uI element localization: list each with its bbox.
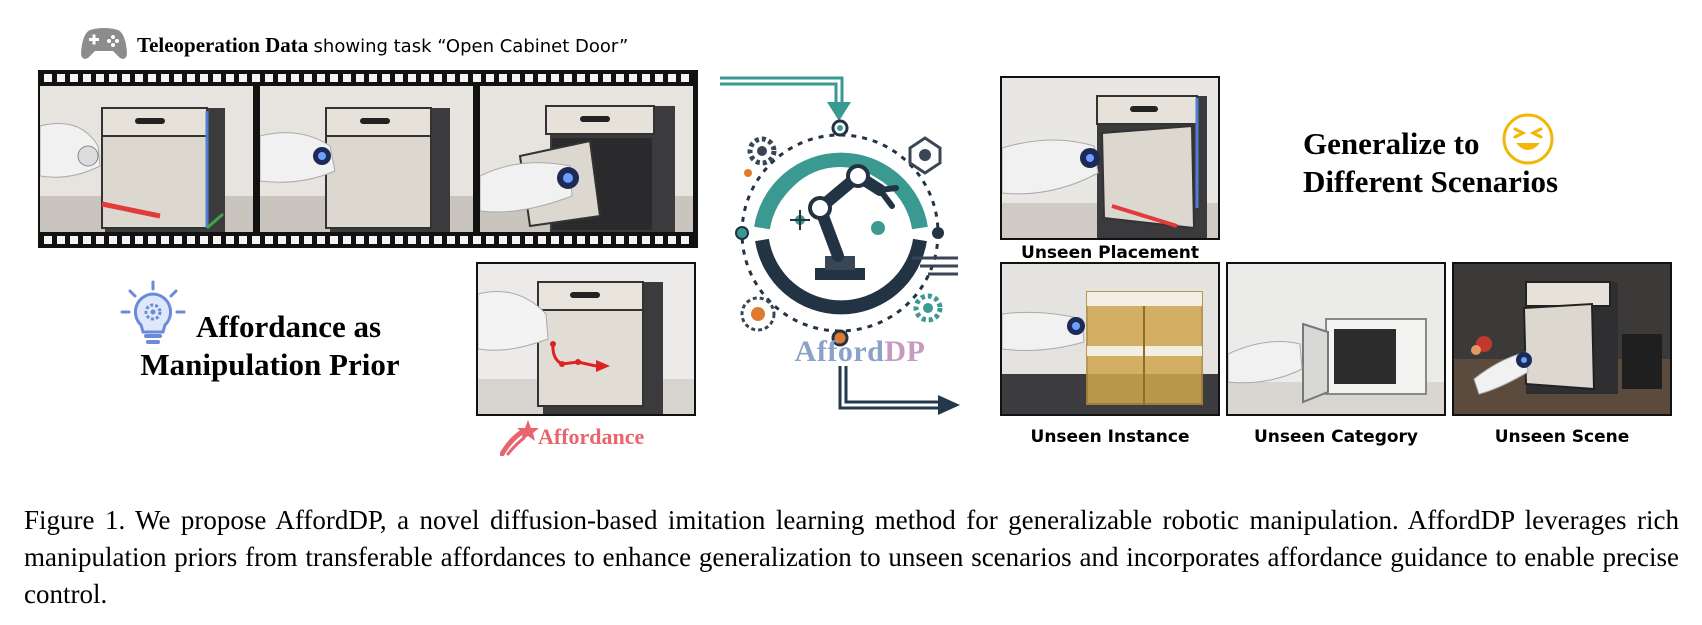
generalize-line2: Different Scenarios: [1303, 164, 1559, 199]
figure-caption: Figure 1. We propose AffordDP, a novel d…: [24, 505, 1679, 609]
laughing-face-icon: [1502, 113, 1554, 165]
lightbulb-gear-icon: [120, 280, 186, 344]
affordance-title-line1: Affordance as: [196, 309, 382, 344]
teleoperation-filmstrip: [38, 70, 698, 248]
affordance-label: Affordance: [538, 424, 645, 449]
affordance-photo: [476, 262, 696, 416]
photo-unseen-instance: [1000, 262, 1220, 416]
caption-unseen-placement: Unseen Placement: [1021, 243, 1199, 263]
afforddp-logo: [735, 119, 958, 347]
afforddp-logo-name: AffordDP: [760, 335, 960, 369]
film-frame-2: [260, 86, 473, 232]
film-perforation-top: [44, 74, 692, 82]
logo-name-part2: DP: [884, 335, 926, 368]
teleoperation-bold: Teleoperation Data: [137, 33, 309, 57]
arrow-right-icon: [938, 395, 960, 415]
flow-arrows: [720, 76, 960, 415]
photo-unseen-scene: [1452, 262, 1672, 416]
teleoperation-header: Teleoperation Data showing task “Open Ca…: [137, 33, 628, 58]
caption-unseen-instance: Unseen Instance: [1030, 427, 1190, 447]
photo-unseen-category: [1226, 262, 1446, 416]
teleoperation-task: showing task “Open Cabinet Door”: [313, 36, 629, 57]
gamepad-icon: [81, 28, 127, 59]
film-frame-1: [40, 86, 253, 232]
caption-unseen-scene: Unseen Scene: [1494, 427, 1630, 447]
film-perforation-bottom: [44, 236, 692, 244]
generalize-title: Generalize to Different Scenarios: [1303, 125, 1558, 201]
affordance-title: Affordance as Manipulation Prior: [120, 308, 420, 384]
photo-unseen-placement: [1000, 76, 1220, 240]
film-frame-3: [480, 86, 693, 232]
logo-name-part1: Afford: [794, 335, 885, 368]
arrow-down-icon: [827, 102, 851, 121]
shooting-star-icon: [500, 420, 539, 456]
generalize-line1: Generalize to: [1303, 126, 1480, 161]
caption-unseen-category: Unseen Category: [1253, 427, 1419, 447]
affordance-title-line2: Manipulation Prior: [140, 347, 400, 382]
